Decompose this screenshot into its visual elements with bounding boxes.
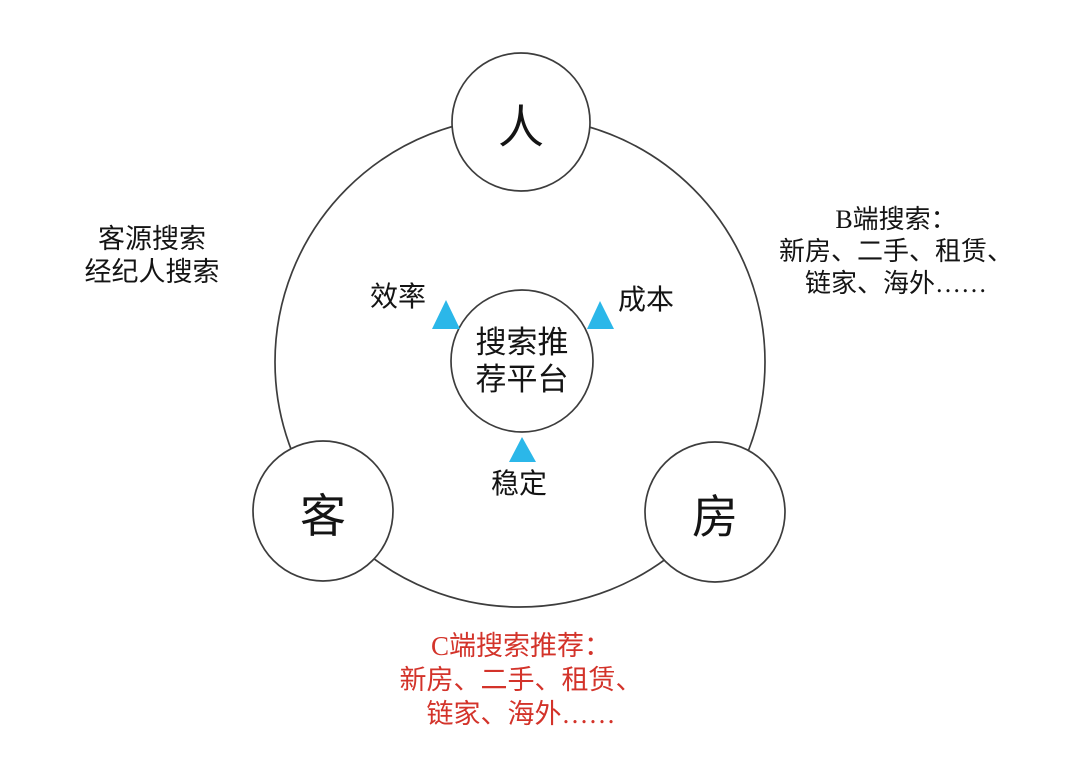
platform-center-label-line1: 搜索推 — [475, 325, 569, 360]
house-node-circle — [644, 441, 786, 583]
bottom-annotation-line1: C端搜索推荐： — [430, 631, 611, 661]
efficiency-triangle-icon — [432, 300, 460, 329]
bottom-annotation: C端搜索推荐： 新房、二手、租赁、 链家、海外…… — [400, 629, 643, 731]
cost-label: 成本 — [617, 285, 675, 316]
platform-center-label: 搜索推 荐平台 — [476, 324, 569, 398]
left-annotation-line2: 经纪人搜索 — [84, 257, 220, 287]
bottom-annotation-line2: 新房、二手、租赁、 — [399, 665, 643, 695]
left-annotation-line1: 客源搜索 — [98, 224, 206, 254]
bottom-annotation-line3: 链家、海外…… — [426, 699, 616, 729]
stability-triangle-icon — [509, 437, 536, 462]
platform-center-label-line2: 荐平台 — [475, 362, 569, 397]
right-annotation: B端搜索： 新房、二手、租赁、 链家、海外…… — [779, 204, 1013, 300]
stability-label: 稳定 — [490, 469, 548, 500]
left-annotation: 客源搜索 经纪人搜索 — [85, 223, 220, 289]
person-node-circle — [451, 52, 591, 192]
house-node-label: 房 — [692, 492, 738, 543]
efficiency-label: 效率 — [369, 282, 427, 313]
customer-node-circle — [252, 440, 394, 582]
customer-node-label: 客 — [300, 491, 346, 542]
right-annotation-line2: 新房、二手、租赁、 — [778, 237, 1014, 266]
right-annotation-line1: B端搜索： — [835, 205, 957, 234]
cost-triangle-icon — [587, 301, 614, 329]
person-node-label: 人 — [498, 102, 544, 153]
platform-center-circle — [450, 289, 594, 433]
right-annotation-line3: 链家、海外…… — [804, 269, 988, 298]
